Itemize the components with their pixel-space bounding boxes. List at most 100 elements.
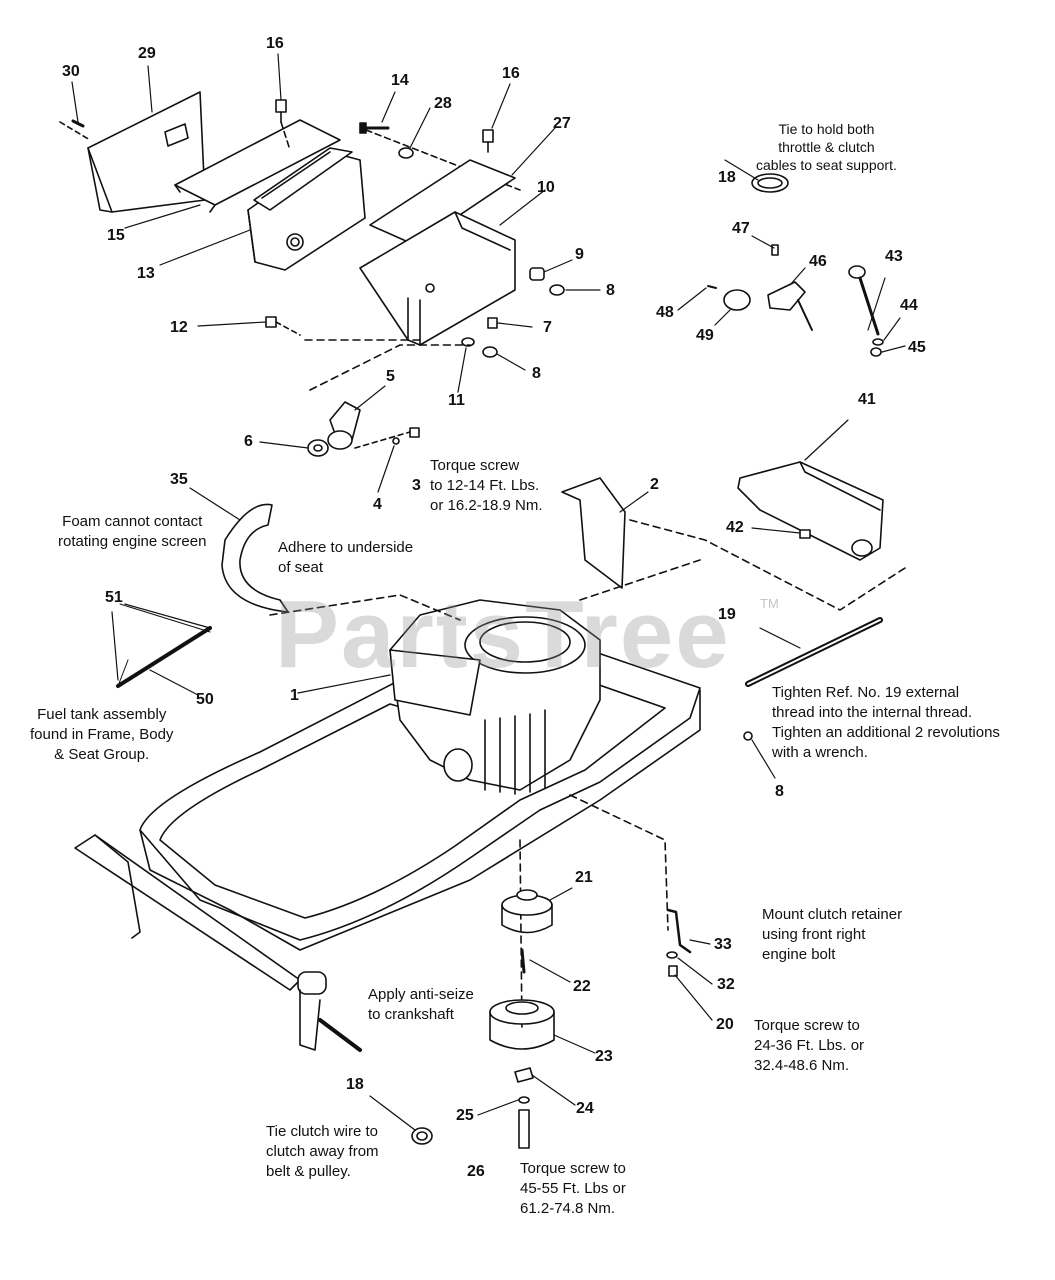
note-fuel-tank: Fuel tank assembly found in Frame, Body … [30,706,174,763]
callout-16-right: 16 [502,65,520,82]
exhaust-elbow-5 [327,401,361,450]
heat-shield-29 [87,91,206,213]
note-anti-seize: Apply anti-seize to crankshaft [368,986,474,1023]
washer-11 [461,337,475,347]
callout-44: 44 [900,297,918,314]
callout-41: 41 [858,391,876,408]
front-axle [74,834,362,1052]
nut-8-right [743,731,753,741]
muffler-bracket-10 [359,211,516,346]
callout-24: 24 [576,1100,594,1117]
callout-7: 7 [543,319,552,336]
washer-4 [392,437,400,445]
gasket-6 [307,439,329,457]
bolt-12 [265,316,301,336]
nut-8-top [549,284,565,296]
callout-35: 35 [170,471,188,488]
callout-4: 4 [373,496,382,513]
screw-3 [409,427,420,438]
callout-19: 19 [718,606,736,623]
callout-33: 33 [714,936,732,953]
screw-14 [359,122,390,134]
callout-10: 10 [537,179,555,196]
callout-11: 11 [448,392,465,409]
knob-49 [723,289,751,311]
screw-47 [771,244,779,256]
note-tighten-19: Tighten Ref. No. 19 external thread into… [772,684,1000,761]
fuel-line-50 [116,626,212,688]
note-foam: Foam cannot contact rotating engine scre… [58,513,207,550]
support-rod-19 [745,617,883,687]
callout-51: 51 [105,589,123,606]
callout-43: 43 [885,248,903,265]
note-tie-cables: Tie to hold both throttle & clutch cable… [756,121,897,174]
washer-24 [514,1067,534,1083]
callout-5: 5 [386,368,395,385]
callout-50: 50 [196,691,214,708]
bolt-16-right [482,129,494,153]
note-tie-clutch: Tie clutch wire to clutch away from belt… [266,1123,379,1180]
callout-46: 46 [809,253,827,270]
note-torque-screw-20: Torque screw to 24-36 Ft. Lbs. or 32.4-4… [754,1017,865,1074]
callout-15: 15 [107,227,125,244]
washer-28 [398,147,414,159]
callout-14: 14 [391,72,409,89]
note-adhere: Adhere to underside of seat [278,539,414,576]
partstree-watermark: PartsTree [275,581,731,688]
screw-30 [71,119,85,128]
foam-pad-35 [221,503,289,613]
callout-28: 28 [434,95,452,112]
cable-tie-18-top [751,173,789,193]
callout-29: 29 [138,45,156,62]
nut-45 [870,347,882,357]
screw-42 [799,529,811,539]
clutch-23 [489,999,555,1050]
callout-32: 32 [717,976,735,993]
bolt-7 [487,317,498,329]
callout-42: 42 [726,519,744,536]
cable-tie-18-bottom [411,1127,433,1145]
note-torque-screw-3: Torque screw to 12-14 Ft. Lbs. or 16.2-1… [430,457,543,514]
throttle-control-46 [767,281,813,331]
callout-49: 49 [696,327,714,344]
callout-47: 47 [732,220,750,237]
plate-27 [369,159,516,246]
callout-16: 16 [266,35,284,52]
note-clutch-retainer: Mount clutch retainer using front right … [762,906,903,963]
washer-25 [518,1096,530,1104]
callout-18-bottom: 18 [346,1076,364,1093]
callout-27: 27 [553,115,571,132]
muffler-bracket-15 [174,119,341,213]
bolt-26 [518,1109,530,1149]
engine-1 [389,599,601,795]
callout-13: 13 [137,265,155,282]
callout-23: 23 [595,1048,613,1065]
callout-8-mid: 8 [532,365,541,382]
bracket-41 [737,461,884,561]
washer-44 [872,338,884,346]
callout-2: 2 [650,476,659,493]
callout-26: 26 [467,1163,485,1180]
spacer-9 [529,267,545,281]
callout-22: 22 [573,978,591,995]
callout-12: 12 [170,319,188,336]
callout-18-top: 18 [718,169,736,186]
muffler-13 [247,147,366,271]
note-torque-screw-26: Torque screw to 45-55 Ft. Lbs or 61.2-74… [520,1160,626,1217]
watermark-trademark: TM [760,596,779,611]
callout-20: 20 [716,1016,734,1033]
callout-1: 1 [290,687,299,704]
callout-21: 21 [575,869,593,886]
callout-30: 30 [62,63,80,80]
clutch-retainer-33 [666,908,692,954]
key-22 [520,948,526,974]
callout-8-right: 8 [775,783,784,800]
callout-6: 6 [244,433,253,450]
pulley-21 [501,889,553,934]
engine-shield-2 [561,477,626,589]
leader-lines [71,53,906,1131]
bolt-16-left [275,99,287,123]
callout-3: 3 [412,477,421,494]
